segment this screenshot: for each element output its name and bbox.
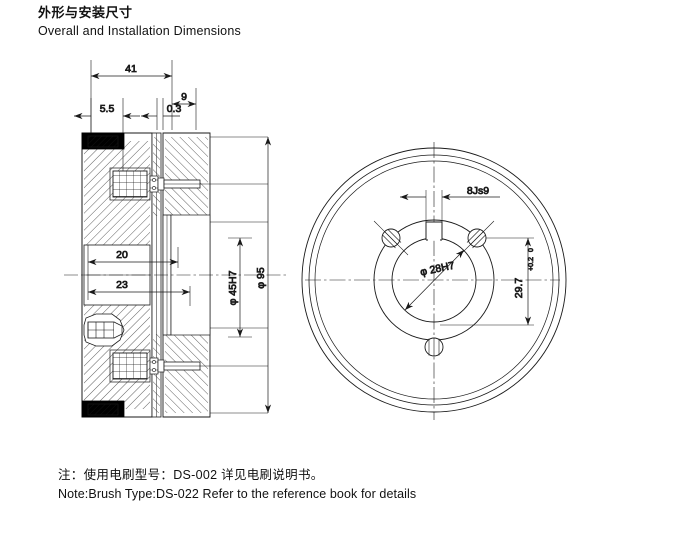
section-leader-lines <box>200 136 268 414</box>
dim-phi95-text: φ 95 <box>255 267 267 289</box>
dim-23-text: 23 <box>116 279 128 291</box>
dim-phi28H7-text: φ 28H7 <box>419 260 456 279</box>
dimension-phi45H7: φ 45H7 <box>227 237 252 338</box>
dim-0-3-text: 0.3 <box>167 103 182 115</box>
dimension-9: 9 <box>172 91 196 108</box>
dimension-23: 23 <box>88 279 190 296</box>
section-view-group: 41 5.5 0.3 9 <box>64 60 288 418</box>
outer-circle-2 <box>308 154 560 406</box>
set-screw-upper-right <box>459 220 495 256</box>
dim-phi45H7-text: φ 45H7 <box>227 270 239 305</box>
keyway-slot <box>425 221 443 240</box>
dim-41-text: 41 <box>125 63 137 75</box>
bearing-detail-lower <box>83 313 125 347</box>
brush-assembly-upper <box>149 175 201 193</box>
bore-with-keyway <box>391 221 477 323</box>
dim-8Js9-text: 8Js9 <box>467 185 489 197</box>
dimension-20: 20 <box>88 249 178 266</box>
dim-29-7-text: 29.7 <box>513 278 525 299</box>
brush-assembly-lower <box>149 357 201 375</box>
title-block: 外形与安装尺寸 Overall and Installation Dimensi… <box>38 4 241 40</box>
dimension-8Js9: 8Js9 <box>400 185 500 240</box>
dimension-5-5: 5.5 <box>74 103 140 120</box>
note-english: Note:Brush Type:DS-022 Refer to the refe… <box>58 487 417 501</box>
set-screw-upper-left <box>373 220 409 256</box>
dim-20-text: 20 <box>116 249 128 261</box>
dimension-0-3: 0.3 <box>141 103 182 120</box>
set-screw-bottom <box>424 337 444 357</box>
dim-5-5-text: 5.5 <box>100 103 115 115</box>
coil-winding-upper <box>109 167 151 201</box>
note-block: 注：使用电刷型号：DS-002 详见电刷说明书。 Note:Brush Type… <box>58 466 416 504</box>
dim-9-text: 9 <box>181 91 187 103</box>
title-chinese: 外形与安装尺寸 <box>38 5 133 20</box>
dim-20-23-ext <box>87 245 191 306</box>
coil-winding-lower <box>109 349 151 383</box>
front-view-group: 8Js9 φ 28H7 29.7 +0.2 0 <box>301 142 567 420</box>
outer-circle-3 <box>314 160 554 400</box>
note-chinese: 注：使用电刷型号：DS-002 详见电刷说明书。 <box>58 468 324 482</box>
dimension-29-7: 29.7 +0.2 0 <box>440 237 535 326</box>
dim-29-7-tol-lower: 0 <box>528 248 535 252</box>
dim-29-7-tol-upper: +0.2 <box>528 257 535 271</box>
outer-circle-1 <box>301 147 567 413</box>
solid-flange-blocks <box>81 132 125 418</box>
title-english: Overall and Installation Dimensions <box>38 24 241 38</box>
dimension-phi95: φ 95 <box>255 137 272 413</box>
dimension-41: 41 <box>91 63 172 80</box>
